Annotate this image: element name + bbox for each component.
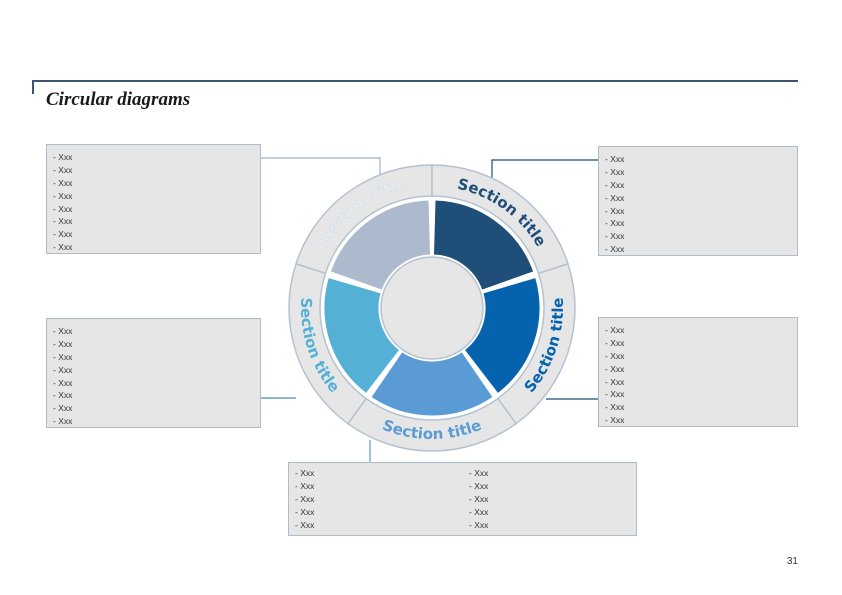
bullet-item: - Xxx (295, 480, 315, 491)
bullet-item: - Xxx (53, 351, 73, 362)
outer-ring (288, 164, 576, 452)
bullet-item: - Xxx (605, 205, 625, 216)
segment-5 (323, 276, 401, 395)
segment-3 (463, 276, 541, 395)
bullet-item: - Xxx (295, 506, 315, 517)
connector-top-left (261, 157, 381, 182)
bullet-item: - Xxx (53, 326, 73, 336)
bullet-item: - Xxx (53, 364, 73, 375)
bullet-item: - Xxx (53, 190, 73, 201)
outer-ring-segment-5 (288, 262, 368, 425)
bullet-item: - Xxx (605, 376, 625, 387)
bullet-item: - Xxx (605, 179, 625, 190)
text-box-mid-left: - Xxx - Xxx - Xxx - Xxx - Xxx - Xxx - Xxx - Xxx (46, 318, 261, 428)
text-box-top-left: - Xxx - Xxx - Xxx - Xxx - Xxx - Xxx - Xxx - Xxx (46, 144, 261, 254)
bullet-item: - Xxx (53, 416, 73, 427)
bullet-item: - Xxx (53, 203, 73, 214)
bullet-item: - Xxx (605, 192, 625, 203)
page-title: Circular diagrams (46, 89, 191, 110)
bullet-item: - Xxx (53, 390, 73, 401)
bullet-item: - Xxx (53, 377, 73, 388)
bullet-item: - Xxx (469, 506, 489, 517)
bullet-item: - Xxx (53, 403, 73, 414)
bullet-item: - Xxx (469, 468, 489, 478)
bullet-item: - Xxx (605, 218, 625, 229)
bullet-item: - Xxx (605, 166, 625, 177)
text-box-mid-right: - Xxx - Xxx - Xxx - Xxx - Xxx - Xxx - Xxx - Xxx (598, 317, 798, 427)
text-box-top-right: - Xxx - Xxx - Xxx - Xxx - Xxx - Xxx - Xxx - Xxx (598, 146, 798, 256)
connector-top-right (491, 159, 598, 185)
bullet-item: - Xxx (605, 350, 625, 361)
text-box-bottom: - Xxx- Xxx- Xxx- Xxx- Xxx - Xxx- Xxx- Xx… (288, 462, 637, 536)
segment-1 (329, 199, 432, 291)
bottom-column-b: - Xxx - Xxx - Xxx - Xxx - Xxx (469, 467, 488, 531)
bottom-column-a: - Xxx - Xxx - Xxx - Xxx - Xxx (295, 467, 314, 531)
center-hub (380, 256, 484, 360)
bullet-item: - Xxx (53, 152, 73, 162)
bullet-item: - Xxx (295, 493, 315, 504)
bullet-item: - Xxx (53, 229, 73, 240)
bullet-item: - Xxx (295, 468, 315, 478)
page-number: 31 (786, 556, 798, 567)
bullet-item: - Xxx (605, 337, 625, 348)
bullet-item: - Xxx (605, 363, 625, 374)
segment-2 (432, 199, 535, 291)
bullet-item: - Xxx (53, 164, 73, 175)
inner-segments (323, 199, 541, 417)
bullet-item: - Xxx (605, 325, 625, 335)
bullet-item: - Xxx (53, 242, 73, 253)
bullet-item: - Xxx (605, 231, 625, 242)
bullet-item: - Xxx (469, 493, 489, 504)
segment-4 (370, 351, 494, 417)
bullet-item: - Xxx (469, 480, 489, 491)
bullet-item: - Xxx (605, 415, 625, 426)
title-rule (32, 80, 798, 82)
bullet-item: - Xxx (53, 216, 73, 227)
bullet-item: - Xxx (605, 389, 625, 400)
bullet-item: - Xxx (53, 338, 73, 349)
bullet-item: - Xxx (605, 244, 625, 255)
bullet-item: - Xxx (469, 519, 489, 530)
bullet-item: - Xxx (605, 154, 625, 164)
bullet-item: - Xxx (605, 402, 625, 413)
bullet-item: - Xxx (53, 177, 73, 188)
bullet-item: - Xxx (295, 519, 315, 530)
title-rule-tick (32, 80, 34, 94)
